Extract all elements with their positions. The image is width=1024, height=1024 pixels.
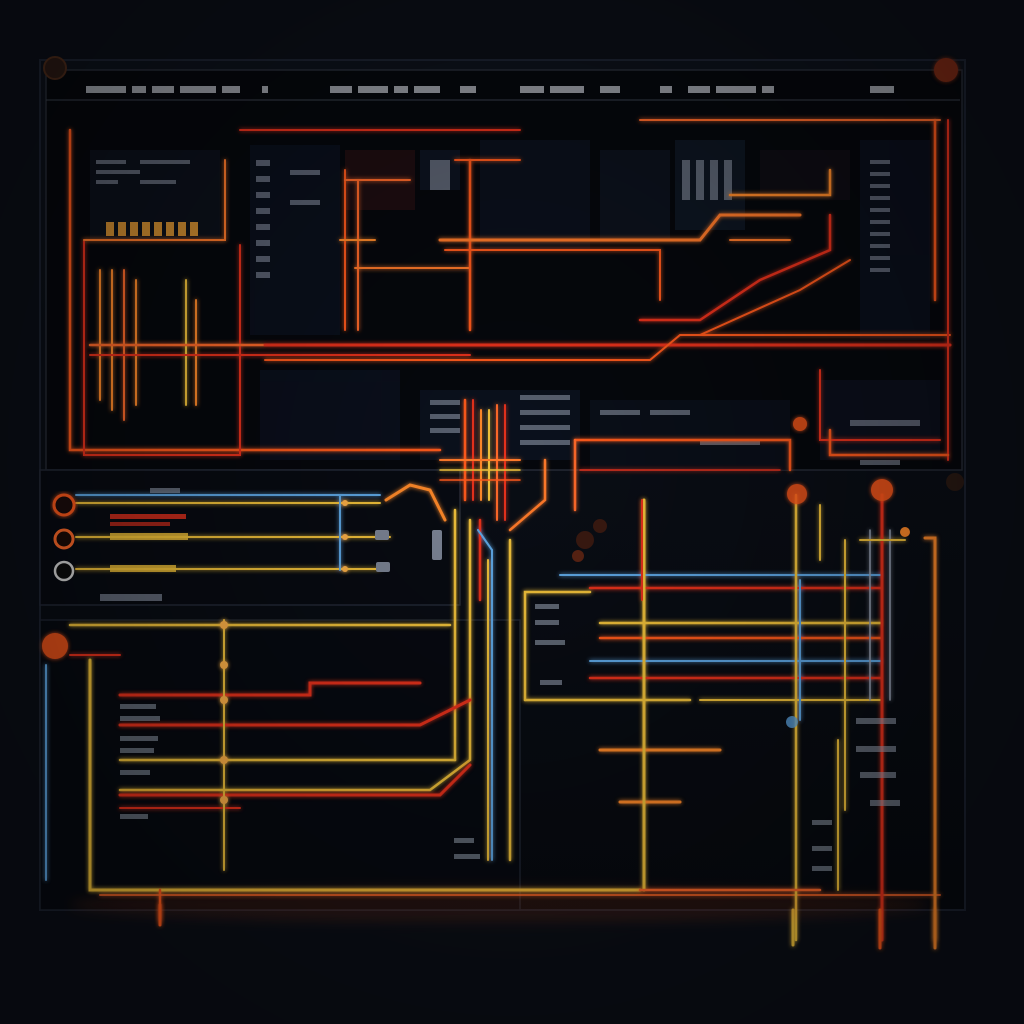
header-strip xyxy=(86,86,894,93)
corner-rivet-icon xyxy=(43,56,964,491)
middle-row-labels xyxy=(100,488,188,601)
center-drops xyxy=(118,508,512,862)
right-labels xyxy=(535,604,900,871)
bottom-glow xyxy=(70,887,930,923)
amber-chip-row xyxy=(106,222,198,236)
upper-traces xyxy=(68,118,952,461)
right-traces xyxy=(523,493,937,942)
terminal-knob-icon xyxy=(42,493,76,659)
right-terminals xyxy=(572,417,910,728)
connector-plug-icon xyxy=(375,530,442,572)
lower-panel xyxy=(39,619,521,911)
lower-left-labels xyxy=(120,704,480,859)
central-bundle xyxy=(439,398,792,532)
led-node-icon xyxy=(220,500,348,804)
chip-text-marks xyxy=(96,160,920,465)
